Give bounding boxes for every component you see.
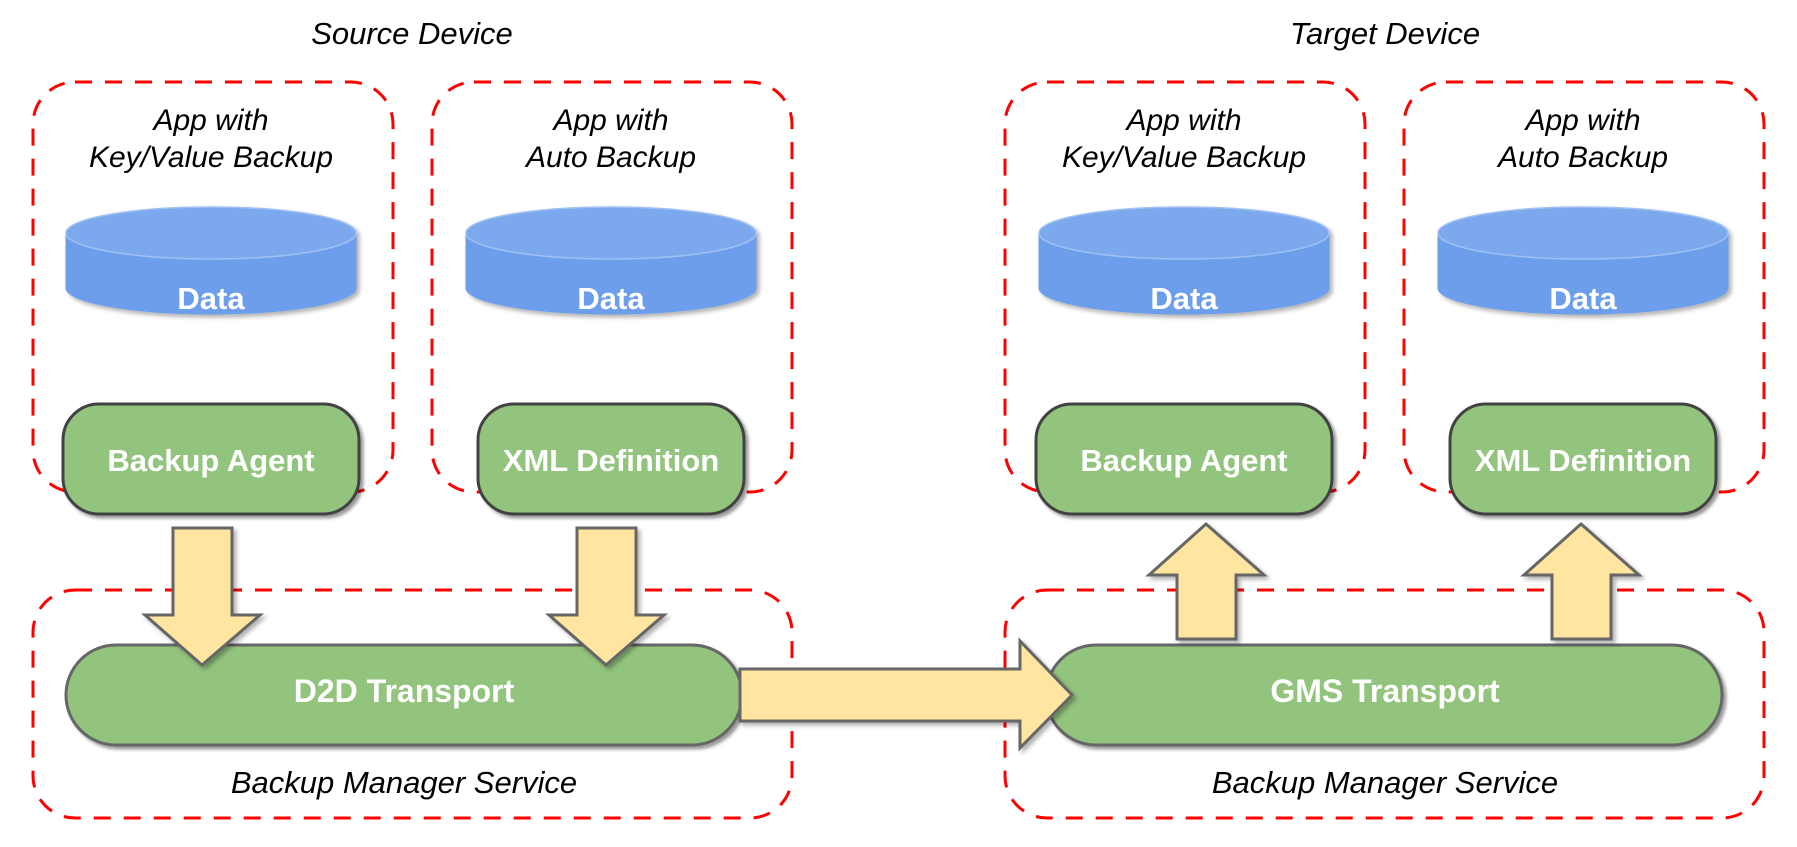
- app-title-source-auto-line2: Auto Backup: [524, 141, 696, 174]
- group-box-target-backup-manager-service: [1003, 588, 1766, 820]
- component-label-target-xml-definition: XML Definition: [1475, 443, 1691, 478]
- arrow-up-target-auto: [1520, 521, 1643, 641]
- data-cylinder-target-auto: [1437, 206, 1729, 315]
- component-target-backup-agent: [1034, 402, 1334, 516]
- app-title-source-kv-line1: App with: [151, 104, 268, 137]
- arrow-up-target-kv: [1145, 521, 1268, 641]
- arrow-right-d2d-to-gms: [738, 637, 1075, 752]
- component-label-source-backup-agent: Backup Agent: [107, 443, 314, 478]
- component-label-source-xml-definition: XML Definition: [503, 443, 719, 478]
- data-cylinder-target-kv: [1038, 206, 1330, 315]
- device-title-target: Target Device: [1290, 16, 1480, 51]
- data-cylinder-label-source-auto: Data: [577, 281, 645, 316]
- data-cylinder-source-kv: [65, 206, 357, 315]
- app-title-source-kv-line2: Key/Value Backup: [89, 141, 333, 174]
- component-source-xml-definition: [476, 402, 746, 516]
- app-title-target-kv-line1: App with: [1124, 104, 1241, 137]
- app-title-target-kv-line2: Key/Value Backup: [1062, 141, 1306, 174]
- data-cylinder-source-auto: [465, 206, 757, 315]
- device-title-source: Source Device: [311, 16, 513, 51]
- component-source-backup-agent: [61, 402, 361, 516]
- app-title-target-auto-line2: Auto Backup: [1496, 141, 1668, 174]
- app-title-target-auto-line1: App with: [1523, 104, 1640, 137]
- arrow-down-source-kv: [141, 526, 265, 667]
- component-label-target-backup-agent: Backup Agent: [1080, 443, 1287, 478]
- app-title-source-auto-line1: App with: [551, 104, 668, 137]
- data-cylinder-label-target-kv: Data: [1150, 281, 1218, 316]
- arrow-down-source-auto: [545, 526, 669, 667]
- data-cylinder-label-target-auto: Data: [1549, 281, 1617, 316]
- component-target-xml-definition: [1448, 402, 1718, 516]
- service-caption-source: Backup Manager Service: [231, 765, 577, 800]
- transport-label-d2d: D2D Transport: [294, 673, 515, 709]
- data-cylinder-label-source-kv: Data: [177, 281, 245, 316]
- transport-label-gms: GMS Transport: [1270, 673, 1500, 709]
- service-caption-target: Backup Manager Service: [1212, 765, 1558, 800]
